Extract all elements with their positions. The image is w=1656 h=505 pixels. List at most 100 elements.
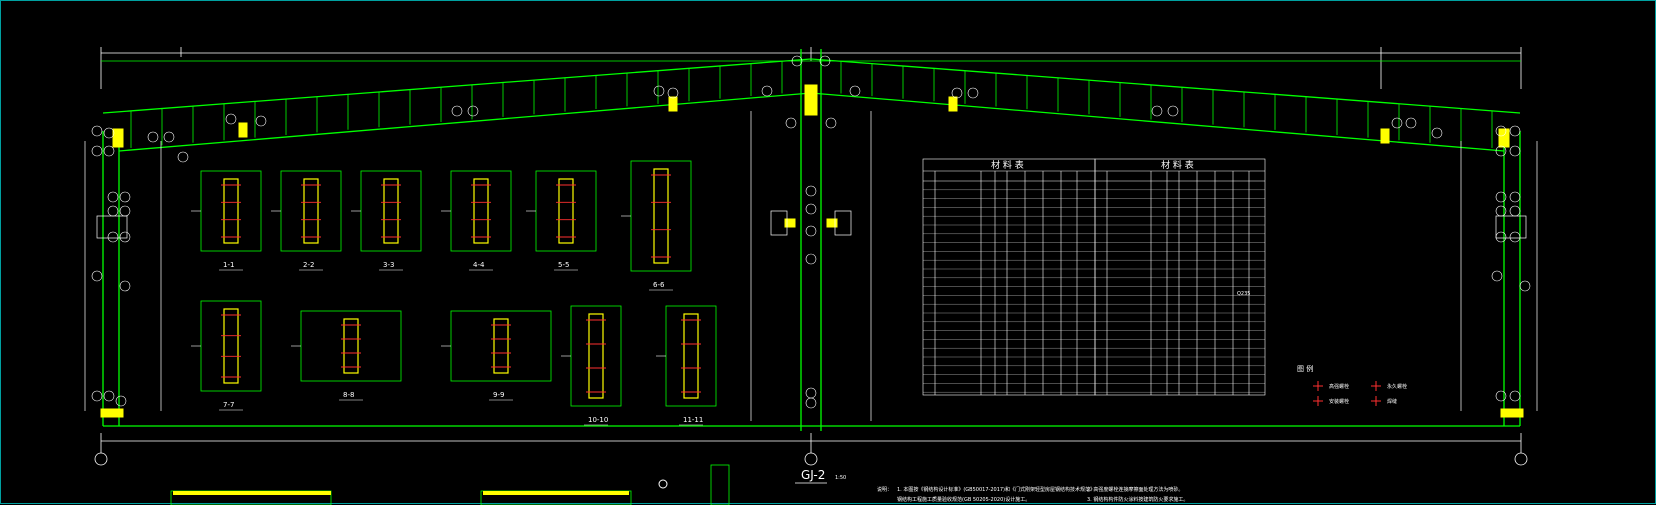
detail-bubble <box>103 390 115 402</box>
bottom-dimension <box>100 433 1522 453</box>
detail-bubble <box>467 105 479 117</box>
section-view: 6-6 <box>621 160 692 291</box>
section-label: 4-4 <box>473 261 485 269</box>
detail-bubble <box>1509 390 1521 402</box>
detail-bubble <box>1495 145 1507 157</box>
detail-bubble <box>177 151 189 163</box>
section-label: 6-6 <box>653 281 665 289</box>
section-view: 1-1 <box>191 170 262 271</box>
section-view: 2-2 <box>271 170 342 271</box>
detail-bubble <box>967 87 979 99</box>
detail-bubble <box>805 253 817 265</box>
section-label: 1-1 <box>223 261 234 269</box>
section-label: 3-3 <box>383 261 394 269</box>
table-right-note: Q235 <box>1237 291 1250 297</box>
connection-joints <box>100 84 1524 418</box>
section-view: 11-11 <box>656 305 717 426</box>
detail-bubble <box>653 85 665 97</box>
column-details <box>84 111 1538 421</box>
detail-bubble <box>1405 117 1417 129</box>
portal-frame <box>102 49 1521 431</box>
detail-bubble <box>805 387 817 399</box>
section-view: 4-4 <box>441 170 512 271</box>
detail-bubble <box>849 85 861 97</box>
detail-bubble <box>115 395 127 407</box>
purlin-ticks <box>130 61 1493 148</box>
detail-bubble <box>107 205 119 217</box>
bottom-bubble <box>658 479 668 489</box>
bottom-partial-details <box>170 464 730 505</box>
detail-bubble <box>163 131 175 143</box>
detail-bubble <box>107 231 119 243</box>
material-table-right <box>1094 158 1266 396</box>
detail-bubble <box>1509 191 1521 203</box>
section-view: 8-8 <box>291 310 402 401</box>
section-label: 7-7 <box>223 401 234 409</box>
detail-bubble <box>451 105 463 117</box>
section-view: 3-3 <box>351 170 422 271</box>
detail-bubble <box>147 131 159 143</box>
detail-bubble <box>225 113 237 125</box>
detail-bubble <box>1495 191 1507 203</box>
detail-bubble <box>805 185 817 197</box>
detail-bubble <box>1167 105 1179 117</box>
bottom-partial-highlights <box>173 491 629 495</box>
detail-bubble <box>1509 145 1521 157</box>
detail-bubble <box>791 55 803 67</box>
top-dimension <box>100 47 1522 89</box>
section-label: 2-2 <box>303 261 314 269</box>
detail-bubble <box>1431 127 1443 139</box>
detail-bubbles <box>91 55 1531 409</box>
detail-bubble <box>91 125 103 137</box>
detail-bubble <box>119 191 131 203</box>
section-label: 8-8 <box>343 391 354 399</box>
section-details: 1-1 2-2 3-3 4-4 5-5 6-6 7-7 8-8 9-9 10-10 11-11 <box>191 160 717 426</box>
detail-bubble <box>91 145 103 157</box>
detail-bubble <box>91 270 103 282</box>
detail-bubble <box>255 115 267 127</box>
detail-bubble <box>785 117 797 129</box>
detail-bubble <box>819 55 831 67</box>
detail-bubble <box>1151 105 1163 117</box>
legend-title: 图 例 <box>1297 364 1313 373</box>
section-view: 9-9 <box>441 310 552 401</box>
legend-item-3: 安装螺栓 <box>1329 398 1349 405</box>
section-view: 7-7 <box>191 300 262 411</box>
detail-bubble <box>1509 205 1521 217</box>
section-label: 10-10 <box>588 416 608 424</box>
legend-item-4: 焊缝 <box>1387 398 1397 405</box>
detail-bubble <box>1509 125 1521 137</box>
detail-bubble <box>825 117 837 129</box>
note-3: 3. 钢结构构件防火涂料按建筑防火要求施工。 <box>1087 496 1188 503</box>
detail-bubble <box>107 191 119 203</box>
note-2: 2. 高强度螺栓连接摩擦面处理方法为喷砂。 <box>1087 486 1183 493</box>
notes-prefix: 说明： <box>877 486 892 493</box>
section-view: 10-10 <box>561 305 622 426</box>
detail-bubble <box>1491 270 1503 282</box>
section-label: 5-5 <box>558 261 569 269</box>
frame-scale: 1:50 <box>835 475 846 481</box>
legend-item-1: 高强螺栓 <box>1329 383 1349 390</box>
detail-bubble <box>951 87 963 99</box>
detail-bubble <box>91 390 103 402</box>
axis-bubbles <box>94 452 1528 466</box>
frame-label: GJ-2 <box>801 468 825 482</box>
detail-bubble <box>805 397 817 409</box>
table-left-title: 材 料 表 <box>991 159 1024 171</box>
detail-bubble <box>805 203 817 215</box>
table-rows <box>923 189 1265 393</box>
legend: 图 例 高强螺栓 永久螺栓 安装螺栓 焊缝 <box>1297 364 1407 406</box>
section-view: 5-5 <box>526 170 597 271</box>
detail-bubble <box>1509 231 1521 243</box>
detail-bubble <box>103 145 115 157</box>
detail-bubble <box>119 231 131 243</box>
detail-bubble <box>1391 117 1403 129</box>
detail-bubble <box>119 280 131 292</box>
detail-bubble <box>667 87 679 99</box>
material-table-left <box>922 158 1096 396</box>
note-1: 1. 本图按《钢结构设计标准》(GB50017-2017)和《门式刚架轻型房屋钢… <box>897 486 1095 493</box>
detail-bubble <box>1495 390 1507 402</box>
detail-bubble <box>761 85 773 97</box>
